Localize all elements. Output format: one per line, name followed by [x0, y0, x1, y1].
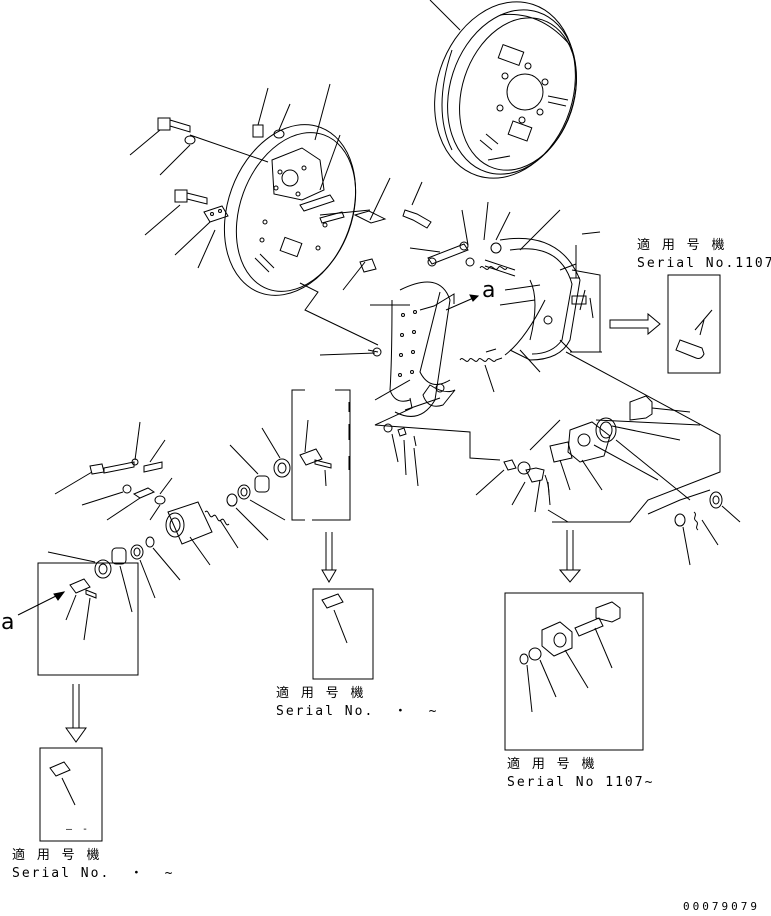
- wheel-cylinder-assembly: [47, 421, 291, 613]
- dash-mark: — -: [66, 824, 91, 835]
- callout-a-upper: a: [482, 278, 496, 303]
- drawing-number: 00079079: [683, 900, 760, 913]
- brake-drum: [434, 1, 577, 179]
- return-springs: [459, 348, 503, 362]
- applicable-model-label-lower-left: 適 用 号 機: [12, 848, 102, 863]
- lower-right-detail-box: [504, 530, 644, 751]
- backing-plate: [223, 124, 357, 296]
- serial-range-lower-right: Serial No 1107~: [507, 775, 655, 790]
- applicable-model-label-lower-right: 適 用 号 機: [507, 757, 597, 772]
- callout-arrow-upper: [445, 294, 480, 311]
- brake-shoe-left: [389, 281, 456, 417]
- applicable-model-label-upper-right: 適 用 号 機: [637, 238, 727, 253]
- lower-left-detail-box: [17, 562, 139, 842]
- bleeder-and-link: [402, 209, 516, 277]
- callout-a-lower: a: [1, 610, 15, 635]
- serial-range-upper-right: Serial No.1107~: [637, 256, 771, 271]
- brake-shoe-right: [499, 237, 581, 361]
- upper-right-detail-box: [570, 269, 721, 374]
- serial-range-middle: Serial No. ・ ~: [276, 704, 439, 719]
- leader-lines: [129, 0, 721, 523]
- serial-range-lower-left: Serial No. ・ ~: [12, 866, 175, 881]
- adjuster-assembly: [475, 395, 741, 566]
- backing-plate-hardware: [157, 117, 387, 273]
- shoe-hold-down-parts: [383, 423, 419, 487]
- applicable-model-label-middle: 適 用 号 機: [276, 686, 366, 701]
- bleeder-detail-bracket: [291, 389, 374, 680]
